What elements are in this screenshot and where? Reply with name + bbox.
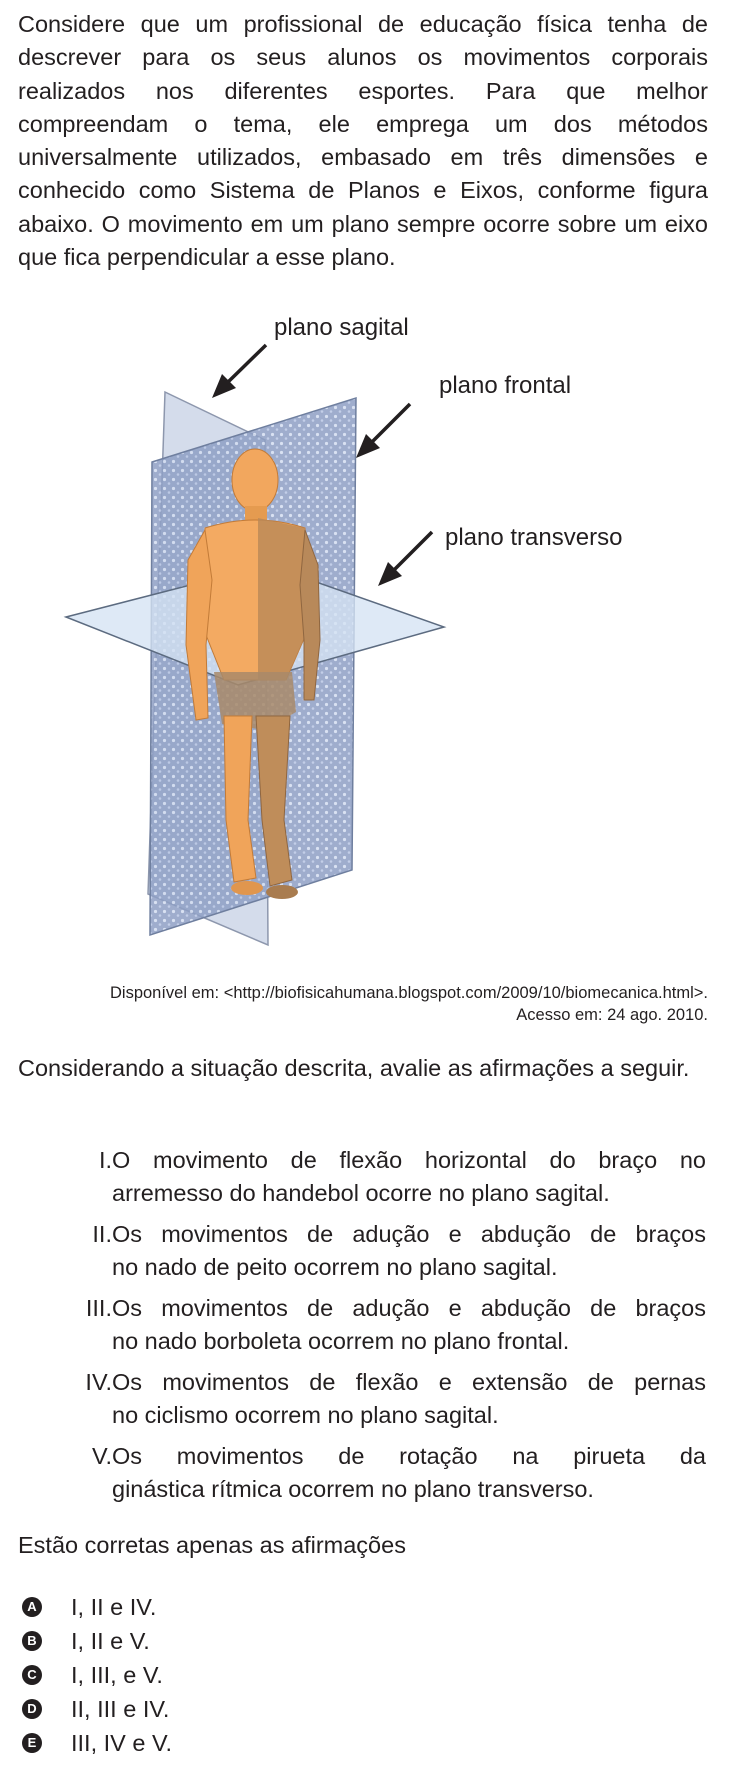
statement-number: I.: [98, 1147, 112, 1173]
option-text: II, III e IV.: [71, 1696, 170, 1722]
statement-text-line2: no ciclismo ocorrem no plano sagital.: [112, 1402, 499, 1428]
option-a[interactable]: A I, II e IV.: [18, 1592, 318, 1626]
statement-text-line2: no nado borboleta ocorrem no plano front…: [112, 1328, 570, 1354]
option-b[interactable]: B I, II e V.: [18, 1626, 318, 1660]
statement-number: III.: [85, 1295, 112, 1321]
statement-text-line1: O movimento de flexão horizontal do braç…: [112, 1147, 706, 1173]
statement-i: I. O movimento de flexão horizontal do b…: [0, 1144, 732, 1214]
question-prompt: Estão corretas apenas as afirmações: [18, 1532, 406, 1558]
statement-text-line1: Os movimentos de adução e abdução de bra…: [112, 1221, 706, 1247]
label-plano-sagital: plano sagital: [274, 314, 409, 341]
option-text: III, IV e V.: [71, 1730, 173, 1756]
statement-text-line1: Os movimentos de flexão e extensão de pe…: [112, 1369, 706, 1395]
statement-number: V.: [91, 1443, 112, 1469]
human-figure: [185, 448, 321, 899]
source-url-line: Disponível em: <http://biofisicahumana.b…: [109, 984, 708, 1002]
body-planes-illustration: [63, 343, 447, 947]
statement-text-line2: no nado de peito ocorrem no plano sagita…: [112, 1254, 558, 1280]
option-letter-badge: B: [22, 1631, 42, 1651]
statement-number: II.: [92, 1221, 112, 1247]
arrow-frontal: [356, 402, 412, 458]
planes-figure: plano sagital plano frontal plano transv…: [0, 314, 732, 958]
label-plano-transverso: plano transverso: [445, 524, 623, 551]
label-plano-frontal: plano frontal: [439, 372, 572, 399]
source-access-date: Acesso em: 24 ago. 2010.: [516, 1006, 708, 1024]
option-letter-badge: D: [22, 1699, 42, 1719]
option-letter-badge: E: [22, 1733, 42, 1753]
option-e[interactable]: E III, IV e V.: [18, 1728, 318, 1762]
arrow-sagital: [212, 343, 268, 398]
lead-paragraph: Considerando a situação descrita, avalie…: [18, 1055, 690, 1081]
statement-text-line2: ginástica rítmica ocorrem no plano trans…: [112, 1476, 594, 1502]
option-text: I, II e V.: [71, 1628, 150, 1654]
statement-iii: III. Os movimentos de adução e abdução d…: [0, 1292, 732, 1362]
statement-ii: II. Os movimentos de adução e abdução de…: [0, 1218, 732, 1288]
source-citation: Disponível em: <http://biofisicahumana.b…: [110, 982, 708, 1026]
option-c[interactable]: C I, III, e V.: [18, 1660, 318, 1694]
intro-paragraph: Considere que um profissional de educaçã…: [18, 11, 708, 271]
option-d[interactable]: D II, III e IV.: [18, 1694, 318, 1728]
statement-text-line1: Os movimentos de rotação na pirueta da: [112, 1443, 706, 1469]
option-text: I, II e IV.: [71, 1594, 157, 1620]
option-letter-badge: A: [22, 1597, 42, 1617]
statement-number: IV.: [85, 1369, 112, 1395]
statement-iv: IV. Os movimentos de flexão e extensão d…: [0, 1366, 732, 1436]
option-text: I, III, e V.: [71, 1662, 163, 1688]
statement-text-line1: Os movimentos de adução e abdução de bra…: [112, 1295, 706, 1321]
statement-v: V. Os movimentos de rotação na pirueta d…: [0, 1440, 732, 1510]
arrow-transverso: [378, 530, 434, 586]
statement-text-line2: arremesso do handebol ocorre no plano sa…: [112, 1180, 610, 1206]
option-letter-badge: C: [22, 1665, 42, 1685]
